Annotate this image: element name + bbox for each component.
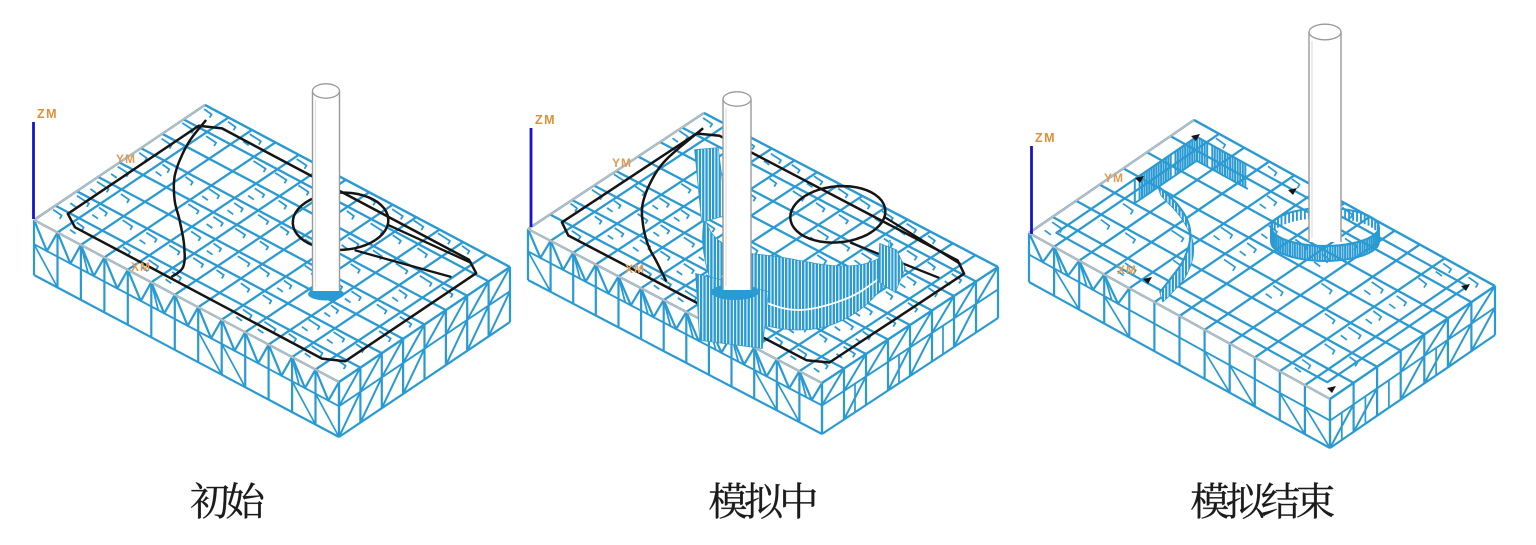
- svg-text:XM: XM: [625, 262, 645, 276]
- svg-text:XM: XM: [131, 260, 151, 274]
- svg-text:ZM: ZM: [1035, 131, 1056, 145]
- svg-text:ZM: ZM: [37, 107, 58, 121]
- svg-text:YM: YM: [116, 152, 136, 166]
- svg-text:ZM: ZM: [535, 113, 556, 127]
- svg-text:YM: YM: [612, 156, 632, 170]
- svg-text:YM: YM: [1104, 171, 1124, 185]
- svg-text:XM: XM: [1117, 263, 1137, 277]
